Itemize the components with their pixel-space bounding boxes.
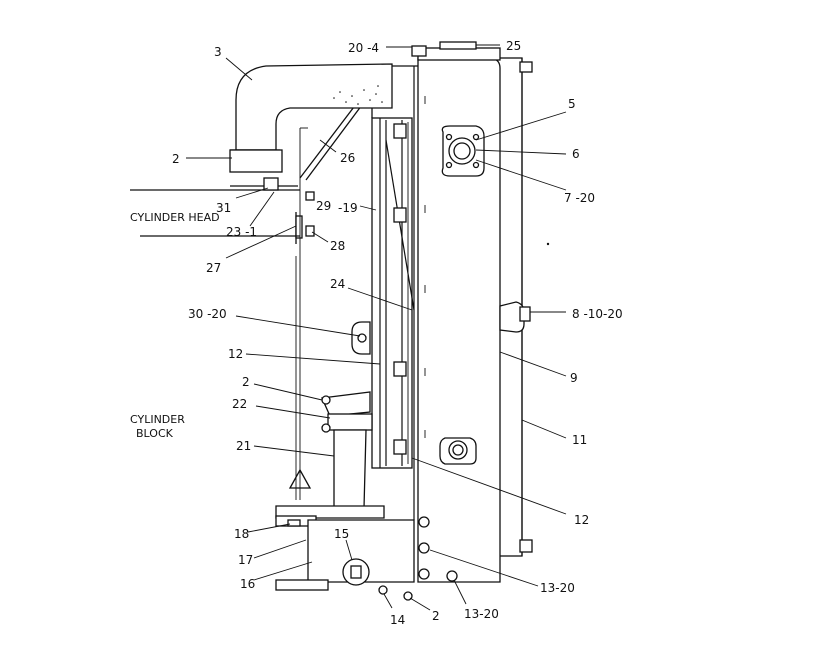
callout-24: 24 bbox=[330, 277, 345, 291]
pipe-outline bbox=[295, 127, 308, 500]
side-bolt bbox=[499, 301, 531, 333]
radiator-core bbox=[417, 41, 550, 583]
hose-clip bbox=[351, 321, 371, 355]
callout-27: 27 bbox=[206, 261, 221, 275]
upper-hose-elbow bbox=[229, 63, 393, 173]
callout-2-top: 2 bbox=[172, 152, 180, 166]
callout-20-4: 20 -4 bbox=[348, 41, 379, 55]
region-labels: CYLINDER HEAD CYLINDER BLOCK bbox=[130, 211, 220, 440]
callout-26: 26 bbox=[340, 151, 355, 165]
callout-15: 15 bbox=[334, 527, 349, 541]
callout-3: 3 bbox=[214, 45, 222, 59]
callout-29: 29 bbox=[316, 199, 331, 213]
callout-31: 31 bbox=[216, 201, 231, 215]
upper-outlet-flange bbox=[441, 125, 485, 177]
water-pump-housing bbox=[275, 515, 458, 601]
callout-9: 9 bbox=[570, 371, 578, 385]
callout-17: 17 bbox=[238, 553, 253, 567]
callout-23-1: 23 -1 bbox=[226, 225, 257, 239]
callout-13-20-bottom: 13-20 bbox=[464, 607, 499, 621]
cylinder-head-label: CYLINDER HEAD bbox=[130, 211, 220, 224]
callout-2-mid: 2 bbox=[242, 375, 250, 389]
cylinder-block-label-1: CYLINDER bbox=[130, 413, 185, 426]
callout-8-10-20: 8 -10-20 bbox=[572, 307, 623, 321]
lower-outlet-flange bbox=[439, 437, 477, 465]
callout-5: 5 bbox=[568, 97, 576, 111]
callout-18: 18 bbox=[234, 527, 249, 541]
fan-shroud bbox=[371, 66, 415, 520]
callout-22: 22 bbox=[232, 397, 247, 411]
callout-2-bottom: 2 bbox=[432, 609, 440, 623]
callout-13-20-right: 13-20 bbox=[540, 581, 575, 595]
callout-14: 14 bbox=[390, 613, 405, 627]
callout-labels: 3 20 -4 25 2 26 5 6 7 -20 31 29 -19 23 -… bbox=[172, 39, 623, 627]
callout-12-upper: 12 bbox=[228, 347, 243, 361]
lower-hose bbox=[275, 391, 385, 519]
leader-lines bbox=[186, 44, 567, 611]
head-bracket bbox=[130, 177, 315, 244]
callout-19: -19 bbox=[338, 201, 358, 215]
callout-21: 21 bbox=[236, 439, 251, 453]
cylinder-block-label-2: BLOCK bbox=[136, 427, 174, 440]
callout-6: 6 bbox=[572, 147, 580, 161]
callout-30-20: 30 -20 bbox=[188, 307, 227, 321]
callout-7-20: 7 -20 bbox=[564, 191, 595, 205]
callout-12-lower: 12 bbox=[574, 513, 589, 527]
callout-16: 16 bbox=[240, 577, 255, 591]
callout-28: 28 bbox=[330, 239, 345, 253]
callout-25: 25 bbox=[506, 39, 521, 53]
callout-11: 11 bbox=[572, 433, 587, 447]
